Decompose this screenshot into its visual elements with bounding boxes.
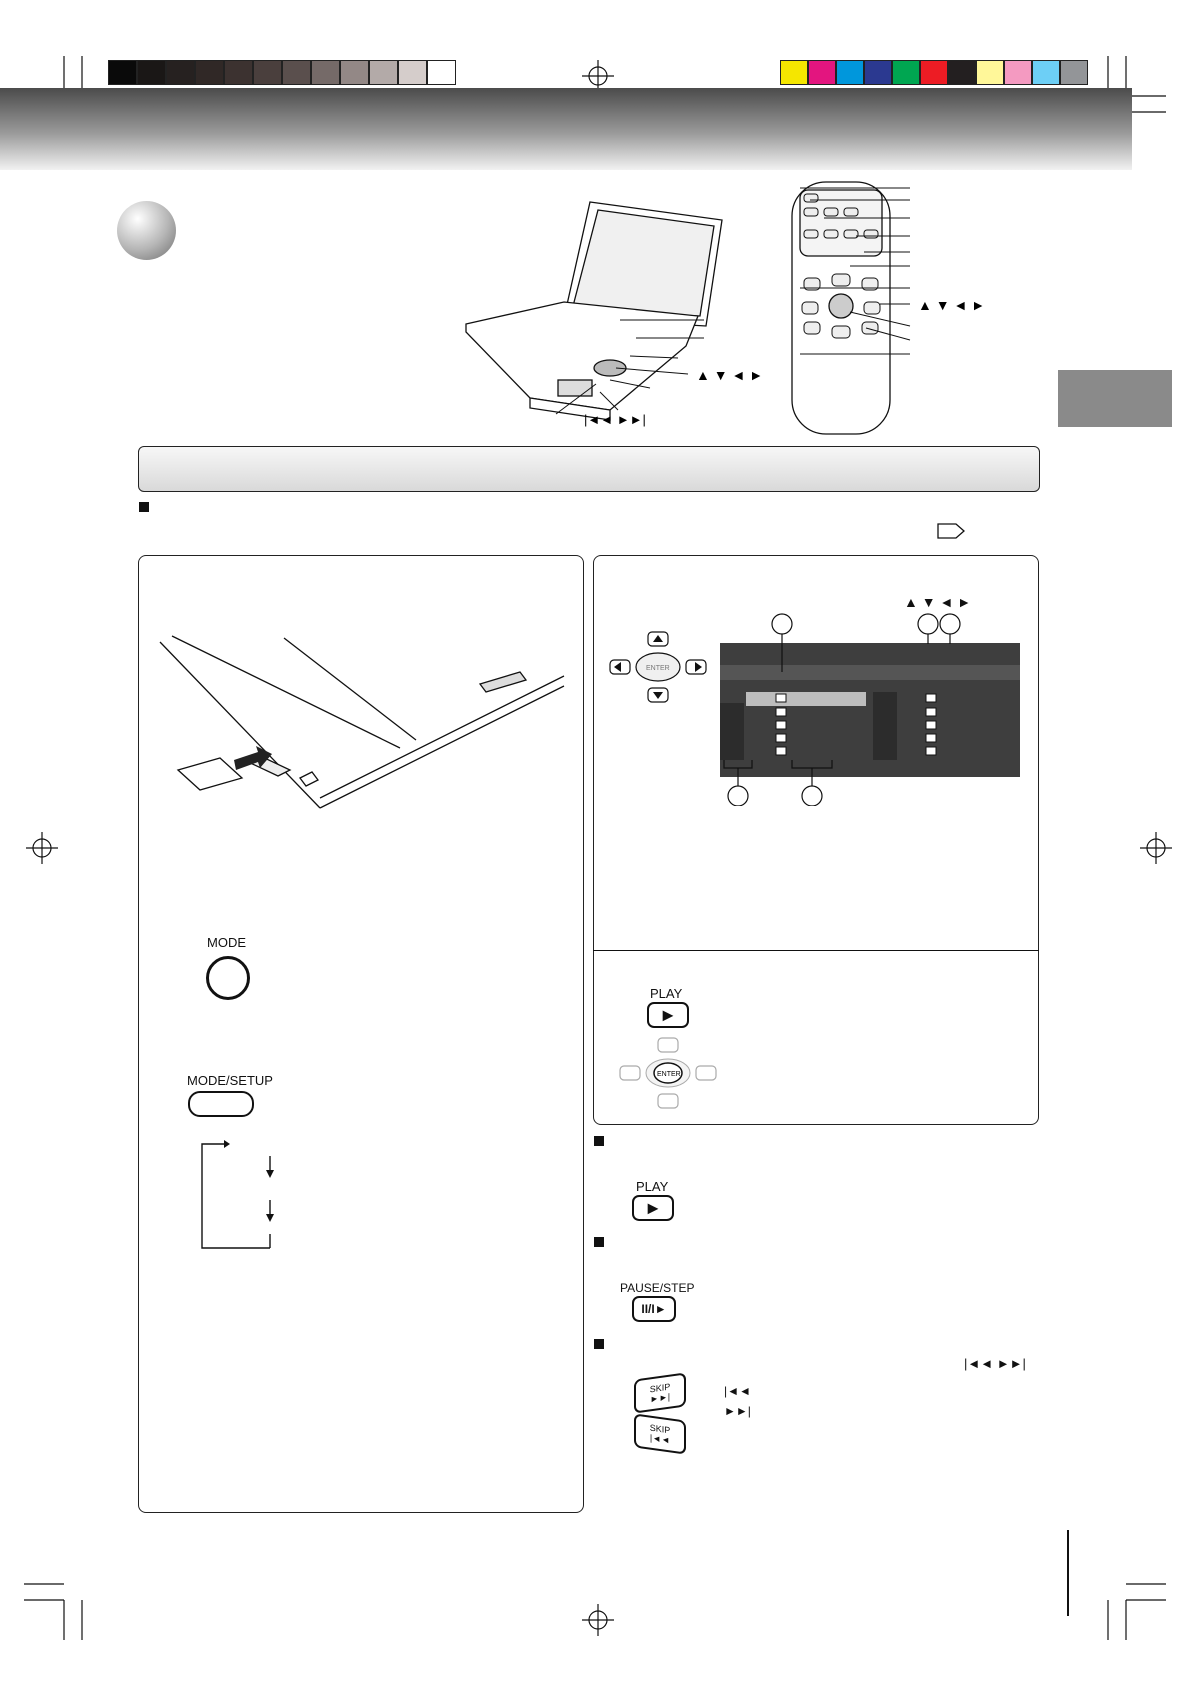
section-disc-icon	[117, 201, 176, 260]
header-band	[0, 88, 1132, 170]
registration-target-left	[26, 832, 58, 864]
registration-swatch	[920, 60, 948, 85]
registration-swatch	[108, 60, 137, 85]
play-bullet	[594, 1136, 604, 1146]
registration-target-right	[1140, 832, 1172, 864]
mode-cycle-diagram	[201, 1140, 274, 1249]
remote-illustration: ▲ ▼ ◄ ►	[791, 181, 985, 435]
pause-bullet	[594, 1237, 604, 1247]
skip-arrows-ref: |◄◄ ►►|	[964, 1356, 1026, 1371]
mode-setup-label: MODE/SETUP	[187, 1073, 273, 1088]
osd-cursor-arrows: ▲ ▼ ◄ ►	[904, 594, 972, 610]
registration-target-bottom	[582, 1604, 614, 1636]
left-panel	[138, 555, 584, 1513]
osd-screen	[720, 643, 1020, 777]
skip-prev-symbol: |◄◄	[649, 1432, 671, 1446]
right-panel-divider	[593, 950, 1039, 951]
registration-swatch	[836, 60, 864, 85]
registration-target-top	[582, 60, 614, 92]
registration-swatch	[137, 60, 166, 85]
registration-swatch	[166, 60, 195, 85]
pause-step-button[interactable]: II/I►	[632, 1296, 676, 1322]
registration-swatch	[253, 60, 282, 85]
skip-bullet	[594, 1339, 604, 1349]
section-title-bar	[138, 446, 1040, 492]
registration-swatch	[195, 60, 224, 85]
skip-next-symbol: ►►|	[649, 1391, 671, 1405]
registration-swatch	[808, 60, 836, 85]
registration-swatch	[864, 60, 892, 85]
mode-button[interactable]	[206, 956, 250, 1000]
registration-swatch	[369, 60, 398, 85]
enter-pad-gray-illustration: ENTER	[619, 1037, 717, 1109]
player-cursor-arrows: ▲ ▼ ◄ ►	[696, 367, 763, 383]
remote-cursor-arrows: ▲ ▼ ◄ ►	[918, 297, 985, 313]
registration-swatch	[948, 60, 976, 85]
panel-play-label: PLAY	[650, 986, 683, 1001]
registration-swatch	[892, 60, 920, 85]
mode-setup-button[interactable]	[188, 1091, 254, 1117]
player-skip-arrows: |◄◄ ►►|	[584, 412, 646, 427]
skip-next-ref: ►►|	[724, 1404, 751, 1418]
registration-swatch	[340, 60, 369, 85]
registration-swatch	[282, 60, 311, 85]
registration-swatch	[224, 60, 253, 85]
registration-swatch	[1004, 60, 1032, 85]
side-tab	[1058, 370, 1172, 427]
enter-pad-illustration: ENTER	[609, 631, 707, 703]
play-label: PLAY	[636, 1179, 669, 1194]
registration-swatch	[976, 60, 1004, 85]
registration-swatch	[1060, 60, 1088, 85]
registration-swatch	[1032, 60, 1060, 85]
intro-bullet	[139, 502, 149, 512]
skip-prev-button[interactable]: SKIP |◄◄	[634, 1413, 686, 1455]
pause-step-label: PAUSE/STEP	[620, 1281, 695, 1295]
panel-play-button[interactable]: ►	[647, 1002, 689, 1028]
skip-prev-ref: |◄◄	[724, 1384, 751, 1398]
card-slot-illustration	[159, 635, 565, 809]
enter-pad-label: ENTER	[646, 665, 670, 672]
registration-swatch	[398, 60, 427, 85]
mode-label: MODE	[207, 935, 246, 950]
enter-pad-gray-label: ENTER	[657, 1071, 681, 1078]
registration-swatch	[427, 60, 456, 85]
osd-callouts	[723, 613, 961, 806]
reference-tag-icon	[937, 523, 965, 539]
portable-player-illustration: ▲ ▼ ◄ ► |◄◄ ►►|	[465, 201, 763, 427]
registration-swatch	[311, 60, 340, 85]
play-button[interactable]: ►	[632, 1195, 674, 1221]
registration-swatch	[780, 60, 808, 85]
